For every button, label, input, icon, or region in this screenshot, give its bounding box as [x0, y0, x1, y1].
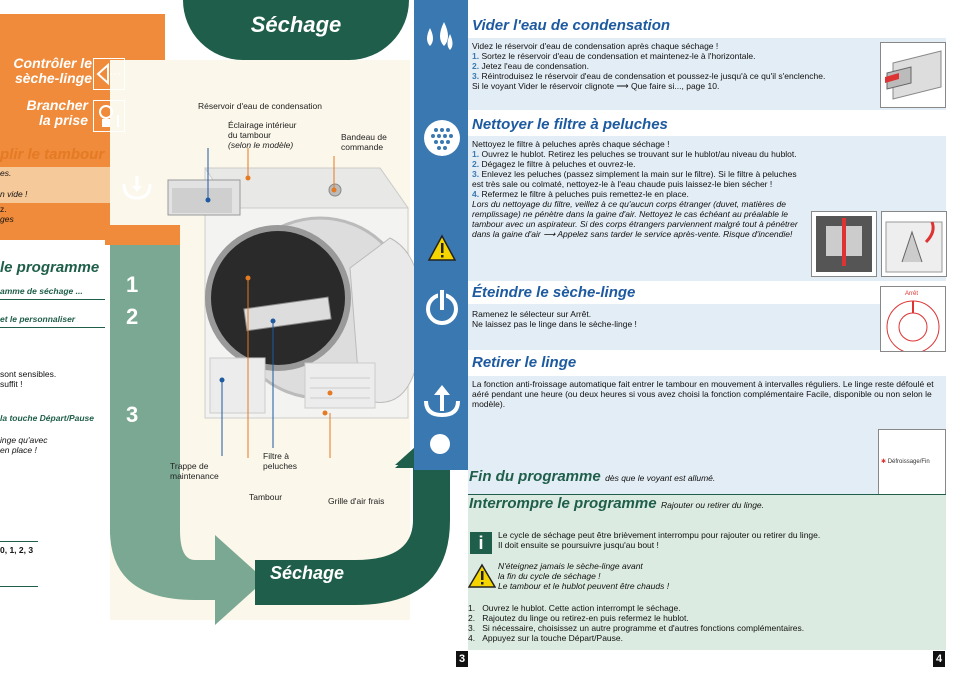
- water-drops-icon: [427, 22, 453, 50]
- drum-icon: [122, 176, 152, 200]
- interrompre-info: Le cycle de séchage peut être brièvement…: [498, 530, 821, 550]
- filtre-heading: Nettoyer le filtre à peluches: [472, 116, 668, 133]
- page-title: Séchage: [250, 12, 342, 37]
- sensibles-1: sont sensibles.: [0, 369, 57, 379]
- eteindre-body: Ramenez le sélecteur sur Arrêt. Ne laiss…: [472, 309, 637, 329]
- interrompre-steps: 1. Ouvrez le hublot. Cette action interr…: [468, 603, 805, 643]
- remplir-heading: plir le tambour: [0, 146, 105, 163]
- personnaliser-text: et le personnaliser: [0, 314, 76, 324]
- flow-arrows: [105, 225, 450, 625]
- side-fragment-1: z.: [0, 204, 7, 214]
- step-1: 1: [126, 272, 139, 297]
- retirer-body: La fonction anti-froissage automatique f…: [472, 379, 934, 409]
- divider-3: [0, 541, 38, 542]
- vider-illustration: [880, 42, 946, 108]
- filtre-illustration-1: [811, 211, 877, 277]
- label-reservoir: Réservoir d'eau de condensation: [198, 101, 323, 111]
- vider-body: Videz le réservoir d'eau de condensation…: [472, 41, 826, 91]
- linge-1: inge qu'avec: [0, 435, 48, 445]
- divider-1: [0, 299, 105, 300]
- fin-indicator: ✱ Défroissage/Fin: [881, 459, 930, 465]
- filtre-body: Nettoyez le filtre à peluches après chaq…: [472, 139, 798, 239]
- dryer-illustration: [167, 148, 415, 458]
- step-2: 2: [126, 304, 139, 329]
- unload-icon: [424, 385, 460, 418]
- programme-sub: amme de séchage ...: [0, 286, 83, 296]
- depart-text: la touche Départ/Pause: [0, 413, 95, 423]
- remplir-sub: es.: [0, 168, 12, 178]
- label-tambour: Tambour: [249, 492, 283, 502]
- fin-divider: [468, 494, 946, 495]
- page-number-left: 3: [456, 651, 468, 667]
- interrompre-section: [468, 495, 946, 650]
- page-number-right: 4: [933, 651, 945, 667]
- linge-2: en place !: [0, 445, 37, 455]
- filtre-illustration-2: [881, 211, 947, 277]
- fin-indicator-box: ✱ Défroissage/Fin: [878, 429, 946, 495]
- info-icon: i: [470, 532, 492, 554]
- filter-icon: [424, 120, 460, 156]
- plug-icon: [93, 100, 125, 132]
- sensibles-2: suffit !: [0, 379, 23, 389]
- interrompre-warning-icon: [468, 563, 496, 588]
- indicator-dot-icon: [430, 434, 450, 454]
- step-3: 3: [126, 402, 139, 427]
- retirer-section: [468, 376, 946, 424]
- dial-label: Arrêt: [905, 291, 919, 297]
- steps-ref: 0, 1, 2, 3: [0, 545, 34, 555]
- retirer-heading: Retirer le linge: [472, 354, 577, 371]
- power-icon: [426, 288, 458, 325]
- fin-heading: Fin du programme dès que le voyant est a…: [469, 468, 716, 485]
- interrompre-warning: N'éteignez jamais le sèche-linge avant l…: [498, 561, 670, 591]
- eteindre-section: [468, 304, 946, 350]
- divider-2: [0, 327, 105, 328]
- warning-icon: [427, 234, 457, 261]
- bottom-title: Séchage: [270, 563, 345, 583]
- side-fragment-2: ges: [0, 214, 14, 224]
- divider-4: [0, 586, 38, 587]
- vider-section: [468, 38, 946, 110]
- label-grille: Grille d'air frais: [328, 496, 385, 506]
- remplir-band: [0, 167, 110, 203]
- controler-icon: [93, 58, 125, 90]
- interrompre-heading: Interrompre le programme Rajouter ou ret…: [469, 495, 765, 512]
- vide-text: n vide !: [0, 189, 28, 199]
- programme-heading: le programme: [0, 259, 100, 276]
- eteindre-heading: Éteindre le sèche-linge: [472, 284, 636, 301]
- dial-illustration: Arrêt: [880, 286, 946, 354]
- fin-section: [468, 424, 946, 494]
- vider-heading: Vider l'eau de condensation: [472, 17, 671, 34]
- title-circle: [183, 0, 409, 60]
